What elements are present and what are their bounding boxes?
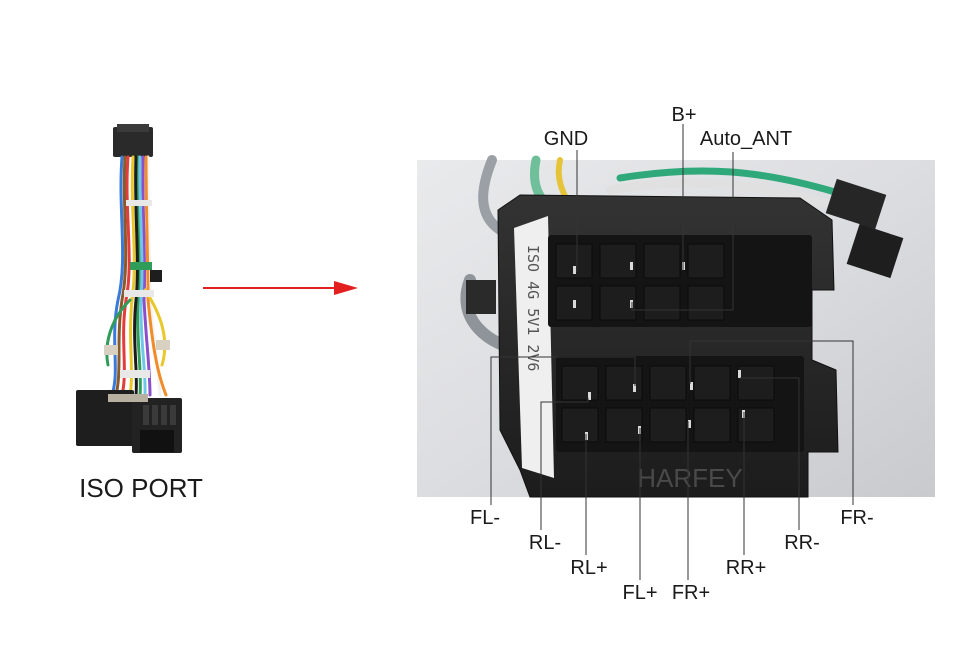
label-rl-minus: RL-: [529, 532, 561, 554]
label-fl-minus: FL-: [470, 507, 500, 529]
label-rr-minus: RR-: [784, 532, 820, 554]
label-fr-minus: FR-: [840, 507, 873, 529]
arrow-right-icon: [203, 281, 358, 295]
leader-rr-minus: [740, 377, 800, 530]
leader-fl-minus: [490, 356, 636, 505]
pin-labels: B+ GND Auto_ANT FL- RL- RL+ FL+ FR+ RR+ …: [470, 104, 874, 604]
leader-lines: [490, 124, 854, 580]
label-b-plus: B+: [671, 104, 696, 126]
label-auto-ant: Auto_ANT: [700, 128, 792, 150]
leader-rl-minus: [540, 398, 589, 530]
label-gnd: GND: [544, 128, 588, 150]
iso-port-caption: ISO PORT: [79, 473, 203, 503]
leader-auto-ant: [631, 152, 734, 311]
sticker-text: ISO 4G 5V1 2V6: [524, 245, 542, 371]
label-fr-plus: FR+: [672, 582, 710, 604]
label-fl-plus: FL+: [622, 582, 657, 604]
connector-photo: ISO 4G 5V1 2V6: [417, 155, 935, 498]
harness-image: [76, 124, 182, 453]
leader-fr-minus: [689, 340, 854, 505]
label-rl-plus: RL+: [570, 557, 607, 579]
label-rr-plus: RR+: [726, 557, 767, 579]
watermark-text: HARFEY: [637, 463, 742, 493]
